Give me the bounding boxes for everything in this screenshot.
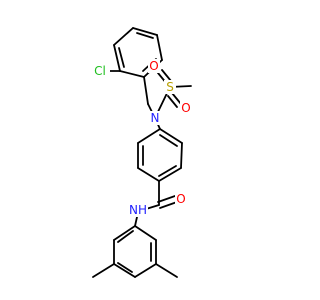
bond	[134, 263, 157, 278]
bond	[161, 69, 172, 82]
bond	[157, 195, 176, 203]
molecule-structure-diagram: Cl N S O O O NH	[90, 27, 192, 278]
atom-oxygen-sulfonyl-bottom: O	[180, 101, 192, 115]
bond	[136, 32, 154, 39]
bond	[137, 128, 161, 144]
atom-nitrogen-amide: NH	[128, 203, 148, 217]
bond	[113, 225, 136, 241]
atom-oxygen-amide: O	[175, 192, 187, 206]
bond	[155, 263, 178, 278]
bond	[117, 262, 133, 273]
bonds	[92, 27, 192, 278]
bond	[159, 134, 178, 147]
atom-labels: Cl N S O O O NH	[90, 59, 192, 217]
bond	[134, 216, 138, 227]
atom-chlorine: Cl	[90, 64, 110, 78]
bond	[113, 44, 121, 72]
bond	[180, 142, 183, 169]
bond	[167, 95, 178, 108]
bond	[158, 167, 182, 182]
atom-label: NH	[129, 203, 147, 217]
atom-sulfur: S	[164, 80, 176, 94]
bond	[132, 27, 158, 36]
bond	[113, 263, 136, 278]
bond	[119, 70, 145, 78]
bond	[118, 47, 125, 68]
atom-label: N	[151, 111, 160, 125]
atom-label: Cl	[94, 64, 106, 78]
bond	[117, 230, 134, 243]
bond	[159, 201, 178, 209]
bond	[134, 225, 157, 241]
bond	[143, 76, 149, 105]
bond	[137, 167, 160, 182]
atom-label: O	[181, 101, 190, 115]
atom-nitrogen-sulfonamide: N	[149, 111, 161, 125]
bond	[113, 27, 134, 46]
atom-label: O	[176, 192, 185, 206]
atom-label: S	[166, 80, 174, 94]
atom-label: O	[149, 59, 158, 73]
bond	[171, 92, 182, 105]
bond	[145, 204, 160, 210]
bond	[156, 34, 163, 61]
bond	[158, 165, 177, 177]
bond	[159, 128, 183, 144]
bond	[92, 263, 115, 278]
atom-oxygen-sulfonyl-top: O	[148, 59, 160, 73]
